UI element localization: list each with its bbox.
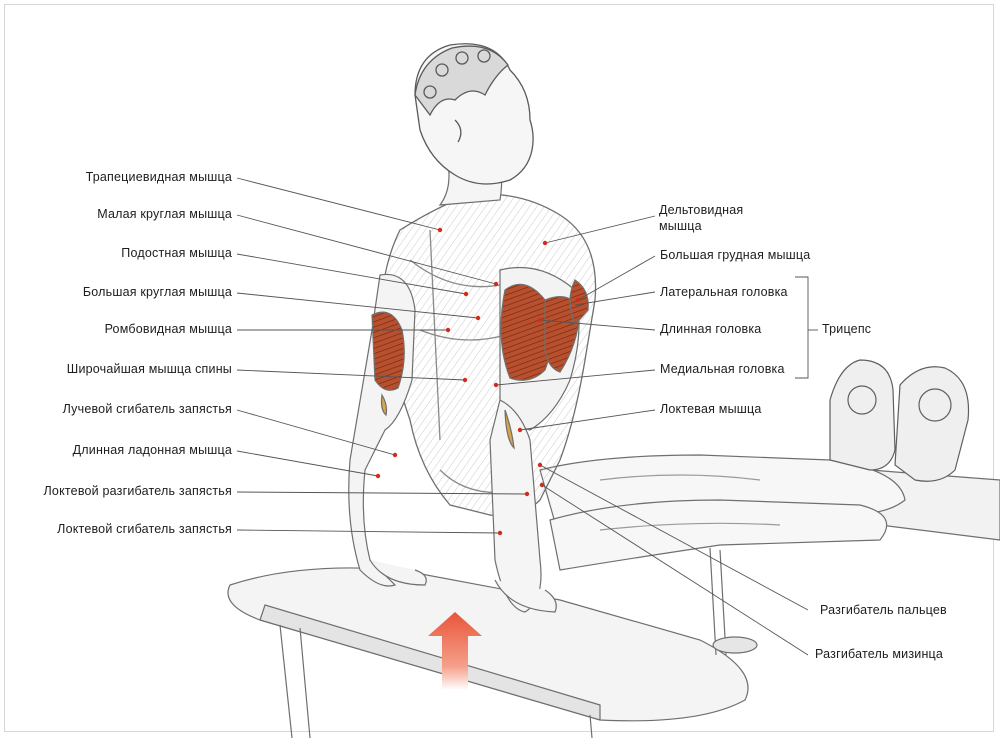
label-trapezius: Трапециевидная мышца — [85, 170, 232, 184]
label-flexor-carpi-ulnaris: Локтевой сгибатель запястья — [57, 522, 232, 536]
left-leader-lines — [236, 177, 528, 534]
label-medial-head: Медиальная головка — [660, 362, 785, 376]
head — [414, 43, 534, 185]
label-extensor-carpi-ulnaris: Локтевой разгибатель запястья — [43, 484, 232, 498]
label-palmaris-longus: Длинная ладонная мышца — [72, 443, 232, 457]
label-teres-major: Большая круглая мышца — [82, 285, 232, 299]
label-deltoid-line1: Дельтовидная — [659, 203, 744, 217]
label-anconeus: Локтевая мышца — [660, 402, 762, 416]
left-arm — [348, 273, 427, 587]
shoes — [829, 359, 970, 482]
label-extensor-digitorum: Разгибатель пальцев — [820, 603, 947, 617]
bench-front — [227, 567, 749, 738]
label-teres-minor: Малая круглая мышца — [97, 207, 232, 221]
up-arrow — [428, 612, 482, 690]
label-lateral-head: Латеральная головка — [660, 285, 788, 299]
label-rhomboid: Ромбовидная мышца — [104, 322, 232, 336]
label-pectoralis-major: Большая грудная мышца — [660, 248, 811, 262]
label-long-head: Длинная головка — [660, 322, 762, 336]
label-flexor-carpi-radialis: Лучевой сгибатель запястья — [62, 402, 232, 416]
label-infraspinatus: Подостная мышца — [121, 246, 232, 260]
label-deltoid-line2: мышца — [659, 219, 702, 233]
right-leader-lines — [495, 215, 818, 656]
legs — [539, 454, 906, 571]
label-triceps: Трицепс — [822, 322, 872, 336]
right-arm — [489, 266, 589, 613]
marker-dots — [375, 227, 581, 536]
label-extensor-digiti-minimi: Разгибатель мизинца — [815, 647, 944, 661]
frame-border — [4, 4, 994, 732]
label-latissimus: Широчайшая мышца спины — [66, 362, 232, 376]
bench-back — [709, 469, 1000, 656]
